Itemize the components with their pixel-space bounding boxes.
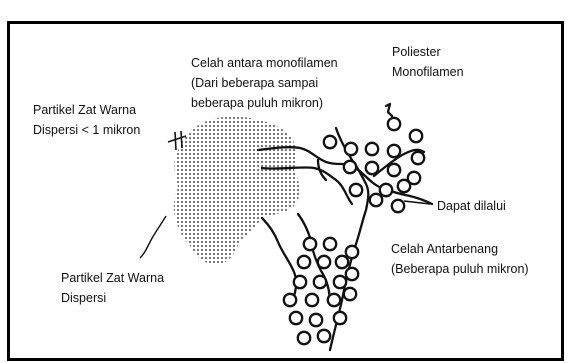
label-dye-disperse-2: Dispersi bbox=[61, 291, 106, 305]
filament-rings bbox=[284, 118, 424, 344]
filament-ring bbox=[398, 180, 410, 192]
filament-ring bbox=[334, 312, 346, 324]
filament-ring bbox=[318, 256, 330, 268]
filament-ring bbox=[324, 136, 336, 148]
filament-ring bbox=[345, 143, 357, 155]
filament-ring bbox=[324, 238, 336, 250]
filament-ring bbox=[304, 238, 316, 250]
filament-ring bbox=[298, 256, 310, 268]
filament-ring bbox=[366, 143, 378, 155]
label-polyester-2: Monofilamen bbox=[392, 65, 464, 79]
label-polyester-1: Poliester bbox=[392, 45, 441, 59]
filament-ring bbox=[294, 276, 306, 288]
filament-ring bbox=[284, 294, 296, 306]
filament-ring bbox=[328, 294, 340, 306]
label-interfiber-1: Celah Antarbenang bbox=[391, 242, 498, 256]
filament-ring bbox=[410, 130, 422, 142]
filament-ring bbox=[306, 294, 318, 306]
dye-particle-aggregate bbox=[174, 117, 300, 265]
filament-ring bbox=[314, 276, 326, 288]
filament-ring bbox=[310, 314, 322, 326]
filament-ring bbox=[336, 256, 348, 268]
label-gap-detail-2: beberapa puluh mikron) bbox=[191, 96, 323, 110]
filament-ring bbox=[392, 200, 404, 212]
fiber-strand bbox=[386, 104, 392, 116]
filament-ring bbox=[380, 184, 392, 196]
filament-ring bbox=[366, 162, 378, 174]
filament-ring bbox=[350, 184, 362, 196]
label-gap-title: Celah antara monofilamen bbox=[191, 56, 338, 70]
filament-ring bbox=[334, 276, 346, 288]
filament-ring bbox=[298, 332, 310, 344]
filament-ring bbox=[388, 164, 400, 176]
filament-ring bbox=[346, 246, 358, 258]
filament-ring bbox=[318, 330, 330, 342]
fiber-strand bbox=[262, 218, 296, 302]
label-gap-detail-1: (Dari beberapa sampai bbox=[191, 76, 318, 90]
label-dye-small-2: Dispersi < 1 mikron bbox=[33, 123, 140, 137]
filament-ring bbox=[344, 161, 356, 173]
label-dye-small-1: Partikel Zat Warna bbox=[33, 103, 136, 117]
pointer-line-dye-disperse bbox=[140, 216, 166, 258]
label-dye-disperse-1: Partikel Zat Warna bbox=[61, 271, 164, 285]
filament-ring bbox=[388, 145, 400, 157]
filament-ring bbox=[370, 194, 382, 206]
label-passable: Dapat dilalui bbox=[437, 199, 506, 213]
filament-ring bbox=[388, 118, 400, 130]
filament-ring bbox=[346, 268, 358, 280]
filament-ring bbox=[412, 152, 424, 164]
filament-ring bbox=[290, 312, 302, 324]
label-interfiber-2: (Beberapa puluh mikron) bbox=[391, 262, 529, 276]
filament-ring bbox=[344, 288, 356, 300]
